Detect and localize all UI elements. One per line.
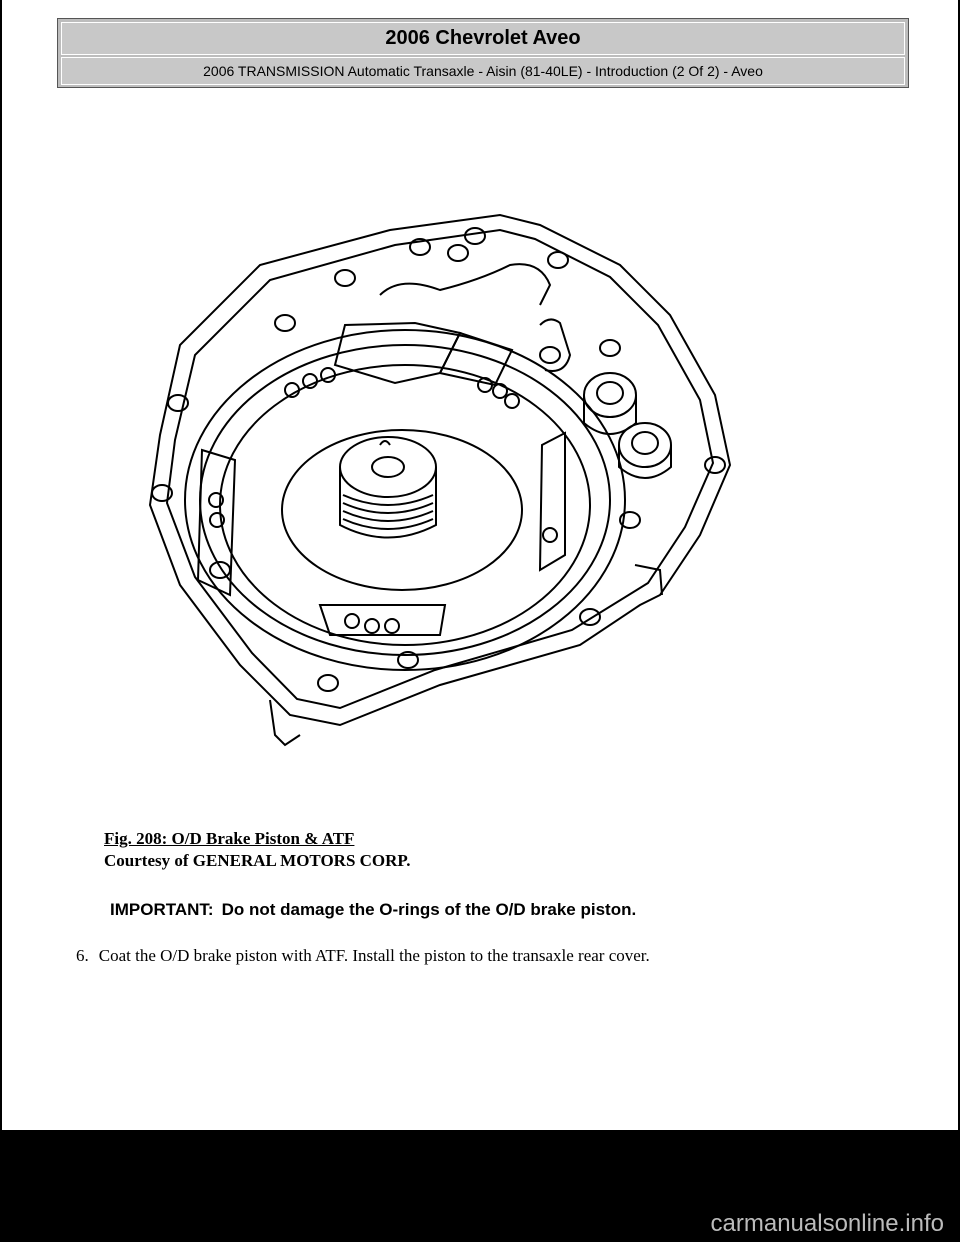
page-border-right: [958, 0, 960, 1130]
important-label: IMPORTANT:: [110, 900, 214, 919]
important-text: Do not damage the O-rings of the O/D bra…: [221, 900, 637, 919]
page-border-left: [0, 0, 2, 1130]
page-header: 2006 Chevrolet Aveo 2006 TRANSMISSION Au…: [57, 18, 909, 88]
caption-credit: Courtesy of GENERAL MOTORS CORP.: [104, 851, 411, 870]
section-title: 2006 TRANSMISSION Automatic Transaxle - …: [61, 57, 905, 85]
caption-title: Fig. 208: O/D Brake Piston & ATF: [104, 829, 355, 848]
important-note: IMPORTANT: Do not damage the O-rings of …: [110, 900, 636, 920]
procedure-step: 6. Coat the O/D brake piston with ATF. I…: [76, 946, 650, 966]
step-number: 6.: [76, 946, 89, 965]
step-text: Coat the O/D brake piston with ATF. Inst…: [98, 946, 650, 965]
watermark-bar: carmanualsonline.info: [0, 1130, 960, 1242]
brake-piston-illustration: [140, 205, 740, 765]
figure-caption: Fig. 208: O/D Brake Piston & ATF Courtes…: [104, 828, 411, 872]
watermark-text: carmanualsonline.info: [710, 1210, 944, 1237]
vehicle-title: 2006 Chevrolet Aveo: [61, 22, 905, 55]
